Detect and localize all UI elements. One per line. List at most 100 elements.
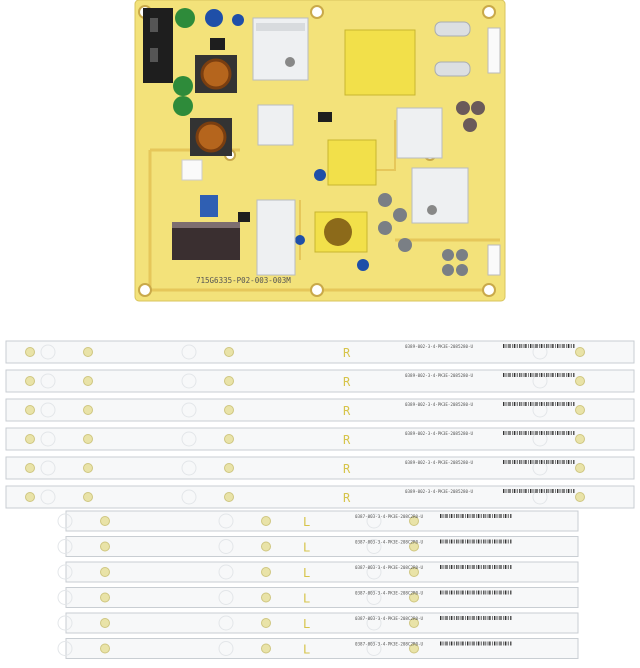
heatsink (257, 104, 294, 146)
white-resistor (181, 159, 203, 181)
lens-ring (532, 431, 548, 447)
strip-side-letter: L (303, 515, 310, 529)
blue-film-capacitor (200, 195, 218, 217)
strip-side-letter: R (343, 346, 351, 360)
power-supply-board: 715G6335-P02-003-003M (134, 0, 506, 302)
lens-ring (57, 615, 73, 631)
heatsink (411, 167, 469, 224)
electrolytic-capacitor (378, 193, 392, 207)
barcode (440, 590, 512, 595)
led-strip: L 0387-003-3-4-PK3E-208C2R0-U (57, 561, 579, 583)
electrolytic-capacitor (442, 249, 454, 261)
lens-ring (366, 641, 382, 656)
led-dot (575, 492, 585, 502)
led-dot (261, 618, 271, 628)
lens-ring (57, 513, 73, 529)
lens-ring (181, 402, 197, 418)
strip-board (65, 536, 579, 557)
strip-code: 0389-002-3-4-PK3E-2085280-U (405, 344, 474, 349)
led-dot (83, 405, 93, 415)
led-dot (100, 618, 110, 628)
led-dot (83, 376, 93, 386)
barcode (440, 641, 512, 646)
electrolytic-capacitor (442, 264, 454, 276)
led-dot (25, 376, 35, 386)
strip-side-letter: L (303, 541, 310, 555)
barcode (440, 565, 512, 569)
transformer-core (324, 218, 352, 246)
electrolytic-capacitor (393, 208, 407, 222)
lens-ring (57, 641, 73, 656)
strip-code: 0387-003-3-4-PK3E-208C2R0-U (355, 642, 424, 647)
led-dot (261, 541, 271, 552)
led-dot (224, 347, 234, 357)
electrolytic-capacitor (378, 221, 392, 235)
strip-board (5, 485, 635, 509)
led-dot (100, 592, 110, 603)
lens-ring (218, 590, 234, 605)
blue-capacitor (232, 14, 244, 26)
led-dot (25, 463, 35, 473)
strip-board (5, 340, 635, 364)
led-dot (100, 516, 110, 526)
strip-code: 0387-003-3-4-PK3E-208C2R0-U (355, 540, 424, 545)
strip-code: 0387-003-3-4-PK3E-208C2R0-U (355, 565, 424, 570)
silver-capacitor (434, 21, 471, 37)
led-dot (261, 643, 271, 654)
led-dot (575, 463, 585, 473)
led-strip: R 0389-002-3-4-PK3E-2085280-U (5, 340, 635, 364)
led-dot (261, 567, 271, 577)
blue-capacitor (357, 259, 369, 271)
led-dot (575, 376, 585, 386)
strip-side-letter: R (343, 462, 351, 476)
lens-ring (181, 344, 197, 360)
led-dot (25, 434, 35, 444)
lens-ring (40, 373, 56, 389)
led-dot (100, 567, 110, 577)
lens-ring (57, 590, 73, 605)
strip-side-letter: R (343, 404, 351, 418)
ic (318, 112, 332, 122)
strip-board (5, 427, 635, 451)
led-strip: L 0387-003-3-4-PK3E-208C2R0-U (57, 536, 579, 557)
led-dot (25, 347, 35, 357)
strip-side-letter: L (303, 643, 310, 657)
led-dot (575, 405, 585, 415)
lens-ring (366, 539, 382, 554)
blue-capacitor (314, 169, 326, 181)
lens-ring (532, 344, 548, 360)
bulk-capacitor-band (172, 222, 240, 228)
led-dot (409, 592, 419, 603)
lens-ring (57, 564, 73, 580)
mounting-hole (310, 283, 324, 297)
silver-capacitor (434, 61, 471, 77)
strip-code: 0389-002-3-4-PK3E-2085280-U (405, 402, 474, 407)
heatsink-fin (256, 23, 305, 31)
barcode (503, 373, 575, 377)
lens-ring (532, 373, 548, 389)
lens-ring (366, 513, 382, 529)
yellow-capacitor-block (327, 139, 377, 186)
lens-ring (181, 460, 197, 476)
ic (210, 38, 225, 50)
lens-ring (181, 373, 197, 389)
lens-ring (57, 539, 73, 554)
led-dot (409, 567, 419, 577)
led-dot (83, 463, 93, 473)
heatsink (256, 199, 296, 276)
lens-ring (218, 641, 234, 656)
lens-ring (40, 402, 56, 418)
green-capacitor (175, 8, 195, 28)
barcode (503, 402, 575, 406)
strip-side-letter: L (303, 566, 310, 580)
lens-ring (532, 402, 548, 418)
strip-board (5, 369, 635, 393)
barcode (440, 616, 512, 620)
ic (238, 212, 250, 222)
blue-capacitor (295, 235, 305, 245)
